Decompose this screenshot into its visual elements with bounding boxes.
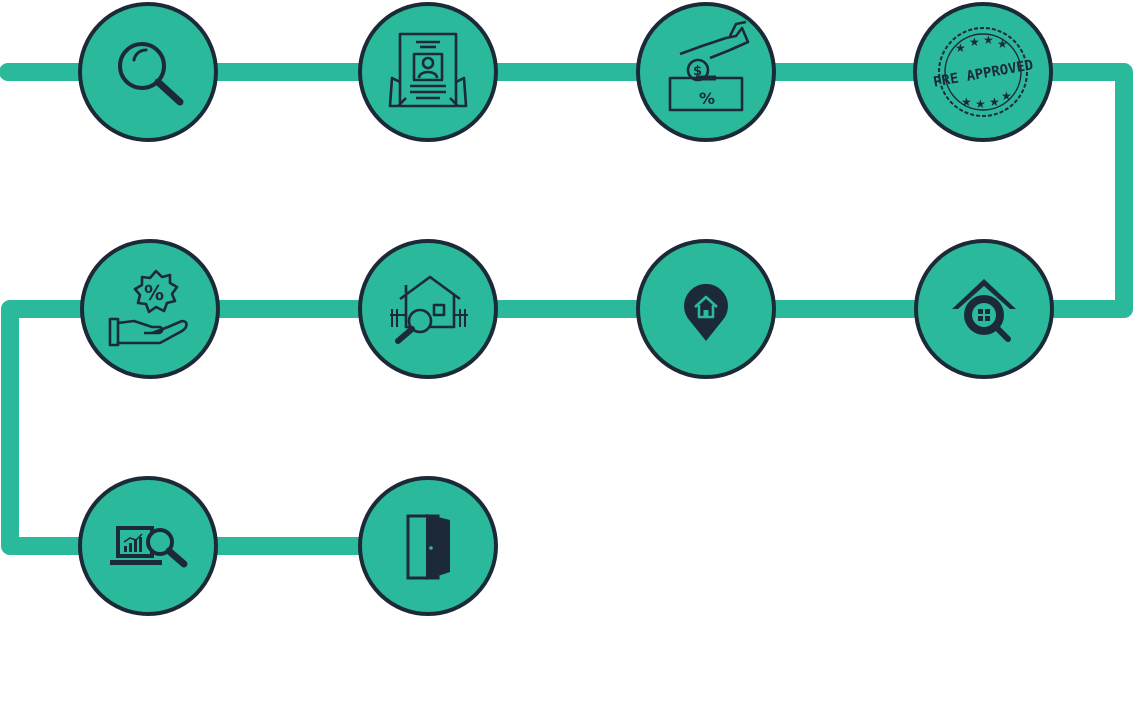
step-7 bbox=[636, 239, 776, 379]
svg-text:★: ★ bbox=[1001, 89, 1012, 103]
svg-text:★: ★ bbox=[989, 95, 1000, 109]
svg-text:★: ★ bbox=[975, 97, 986, 111]
home-location-pin-icon bbox=[684, 283, 728, 341]
step-10 bbox=[358, 476, 498, 616]
svg-text:%: % bbox=[699, 89, 715, 108]
open-door-icon bbox=[406, 514, 450, 580]
house-search-icon bbox=[390, 275, 468, 344]
step-6 bbox=[358, 239, 498, 379]
step-9 bbox=[78, 476, 218, 616]
step-5: % bbox=[80, 239, 220, 379]
id-document-icon bbox=[388, 32, 468, 108]
magnifying-glass-icon bbox=[118, 42, 184, 106]
laptop-analytics-icon bbox=[110, 526, 188, 568]
svg-text:★: ★ bbox=[969, 35, 980, 49]
step-2 bbox=[358, 2, 498, 142]
step-8 bbox=[914, 239, 1054, 379]
home-inspection-icon bbox=[952, 279, 1016, 342]
percent-hand-icon: % bbox=[108, 269, 188, 347]
svg-text:★: ★ bbox=[997, 37, 1008, 51]
step-4: ★★★★ ★★★★ PRE APPROVED bbox=[913, 2, 1053, 142]
svg-text:★: ★ bbox=[961, 95, 972, 109]
step-3: % $ bbox=[636, 2, 776, 142]
dollar-deposit-icon: % $ bbox=[668, 20, 750, 112]
svg-text:★: ★ bbox=[983, 33, 994, 47]
svg-text:%: % bbox=[144, 281, 164, 305]
step-1 bbox=[78, 2, 218, 142]
svg-text:$: $ bbox=[693, 64, 702, 79]
svg-text:★: ★ bbox=[955, 41, 966, 55]
